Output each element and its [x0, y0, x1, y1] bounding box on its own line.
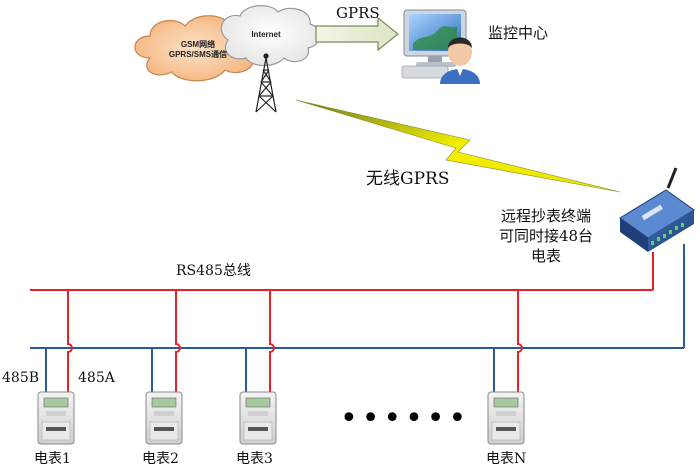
electric-meter-icon	[145, 391, 183, 445]
line-485b-label: 485B	[2, 370, 40, 386]
meter-label-3: 电表3	[236, 451, 273, 467]
terminal-description: 远程抄表终端 可同时接48台 电表	[488, 206, 604, 266]
gprs-arrow-icon	[315, 16, 399, 52]
bus-label: RS485总线	[176, 263, 251, 279]
cell-tower-icon	[255, 53, 277, 113]
monitoring-center-icon	[401, 9, 480, 84]
gsm-cloud-label: GSM网络 GPRS/SMS通信	[158, 40, 238, 60]
electric-meter-icon	[487, 391, 525, 445]
gprs-arrow-label: GPRS	[336, 4, 380, 22]
meter-label-n: 电表N	[486, 451, 527, 467]
terminal-line3: 电表	[530, 247, 561, 265]
meter-label-2: 电表2	[142, 451, 179, 467]
meter-reading-terminal-icon	[619, 167, 695, 252]
terminal-line1: 远程抄表终端	[500, 207, 591, 225]
gsm-cloud-label-line2: GPRS/SMS通信	[168, 50, 228, 59]
electric-meter-icon	[37, 391, 75, 445]
meter-label-1: 电表1	[34, 451, 71, 467]
ellipsis: ••••••	[340, 401, 471, 436]
meter-drop-wires	[45, 290, 523, 392]
terminal-line2: 可同时接48台	[498, 227, 594, 245]
wireless-gprs-label: 无线GPRS	[366, 169, 450, 189]
internet-label: Internet	[251, 30, 281, 39]
line-485a-label: 485A	[78, 370, 115, 386]
electric-meter-icon	[239, 391, 277, 445]
wireless-lightning-icon	[295, 99, 621, 193]
gsm-cloud-label-line1: GSM网络	[180, 40, 216, 49]
monitor-center-label: 监控中心	[488, 24, 549, 42]
